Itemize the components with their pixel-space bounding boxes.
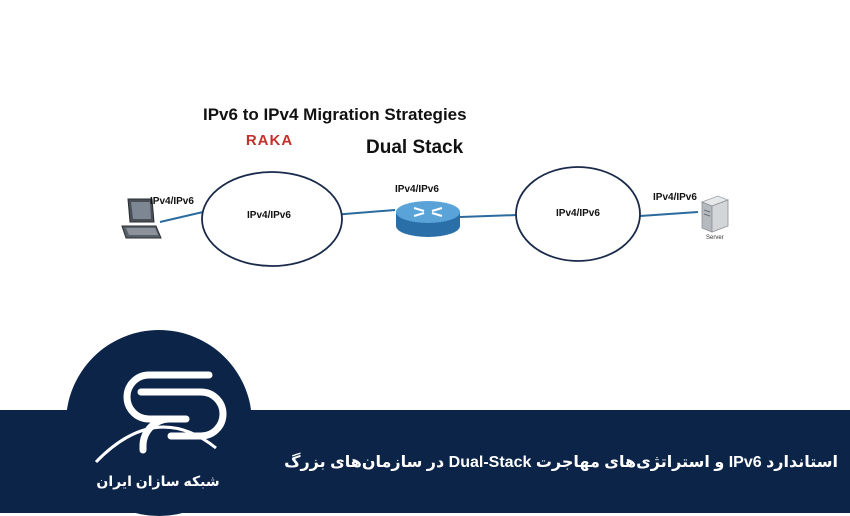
server-label: Server (706, 235, 724, 241)
diagram-subtitle: Dual Stack (366, 137, 464, 158)
right-network-ellipse (515, 166, 641, 262)
router-icon (396, 201, 460, 237)
server-link (639, 211, 699, 217)
logo-s-mark-icon (94, 371, 227, 464)
router-right-link (459, 214, 518, 218)
network-diagram: IPv6 to IPv4 Migration Strategies RAKA D… (121, 105, 730, 267)
diagram-title: IPv6 to IPv4 Migration Strategies (203, 105, 467, 124)
logo-text: شبکه سازان ایران (96, 473, 220, 489)
router-label: IPv4/IPv6 (395, 184, 439, 195)
left-network-label: IPv4/IPv6 (247, 210, 291, 221)
right-network-label: IPv4/IPv6 (556, 208, 600, 219)
logo-badge (66, 330, 252, 516)
laptop-link (159, 211, 204, 223)
laptop-label: IPv4/IPv6 (150, 196, 194, 207)
laptop-icon (121, 198, 162, 239)
brand-logo: RAKA (238, 132, 301, 149)
banner-headline: استاندارد IPv6 و استراتژی‌های مهاجرت Dua… (284, 454, 838, 471)
server-icon (700, 195, 730, 233)
diagram-graphics (121, 166, 730, 267)
server-link-label: IPv4/IPv6 (653, 192, 697, 203)
left-network-ellipse (201, 171, 343, 267)
